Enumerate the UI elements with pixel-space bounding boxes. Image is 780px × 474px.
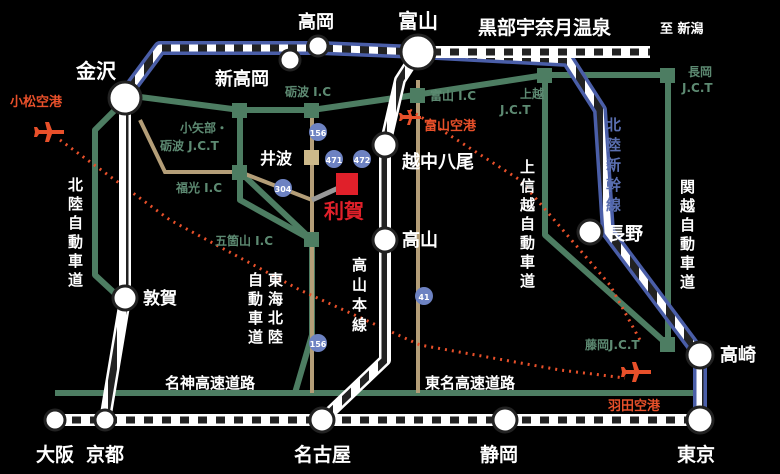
- svg-text:道: 道: [68, 271, 83, 289]
- station-nagano-label: 長野: [607, 224, 643, 245]
- station-takasaki-label: 高崎: [720, 344, 756, 366]
- toyama-airport-label: 富山空港: [424, 118, 477, 134]
- fukumitsu-ic-label: 福光 I.C: [175, 180, 222, 195]
- svg-text:陸: 陸: [606, 136, 621, 154]
- highway-labels: 砺波 I.C 富山 I.C 上越 J.C.T 長岡 J.C.T 小矢部・ 砺波 …: [160, 64, 713, 392]
- station-kyoto-label: 京都: [86, 443, 124, 466]
- fujioka-jct-label: 藤岡J.C.T: [584, 337, 640, 352]
- station-tokyo-label: 東京: [677, 443, 715, 466]
- tomei-exp-label: 東名高速道路: [425, 374, 516, 392]
- svg-text:J.C.T: J.C.T: [681, 81, 713, 95]
- route-472-label: 472: [354, 156, 371, 165]
- svg-text:自: 自: [68, 214, 83, 232]
- toyama-airplane-icon: [399, 110, 421, 125]
- svg-text:越: 越: [679, 197, 696, 215]
- route-304-label: 304: [275, 185, 292, 194]
- svg-text:自: 自: [680, 216, 695, 234]
- svg-text:北: 北: [68, 176, 83, 194]
- toga-marker: [336, 173, 358, 195]
- komatsu-airport-label: 小松空港: [10, 94, 63, 110]
- svg-text:線: 線: [352, 316, 367, 334]
- route-471-label: 471: [326, 156, 343, 165]
- toyama-ic-label: 富山 I.C: [430, 88, 476, 103]
- station-toyama-label: 富山: [398, 9, 438, 33]
- airplane-icons: [34, 110, 651, 382]
- haneda-airport-label: 羽田空港: [608, 398, 661, 414]
- svg-text:動: 動: [520, 234, 535, 252]
- svg-text:道: 道: [680, 273, 695, 291]
- svg-text:陸: 陸: [68, 195, 83, 213]
- route-41-label: 41: [418, 293, 430, 302]
- svg-text:関: 関: [680, 178, 695, 196]
- station-labels: 高岡 富山 黒部宇奈月温泉 至 新潟 金沢 新高岡 越中八尾 井波 高山 敦賀 …: [36, 9, 756, 466]
- svg-text:本: 本: [352, 296, 367, 314]
- station-toga-label: 利賀: [324, 199, 364, 223]
- svg-text:長岡: 長岡: [688, 64, 712, 79]
- station-markers: [43, 33, 715, 435]
- svg-text:線: 線: [606, 196, 621, 214]
- svg-text:道: 道: [248, 328, 263, 346]
- svg-text:動: 動: [680, 235, 695, 253]
- svg-text:動: 動: [248, 290, 263, 308]
- route-shields: 156 471 472 304 41 156: [274, 123, 433, 352]
- svg-text:J.C.T: J.C.T: [499, 103, 531, 117]
- ikenami-marker: [304, 150, 319, 165]
- station-takayama-label: 高山: [402, 229, 438, 251]
- svg-text:陸: 陸: [268, 328, 283, 346]
- haneda-airplane-icon: [621, 362, 651, 382]
- junction-markers: [232, 68, 675, 352]
- route-156b-label: 156: [310, 340, 327, 349]
- svg-text:自: 自: [520, 215, 535, 233]
- station-etchu-yao-label: 越中八尾: [401, 151, 474, 173]
- svg-text:車: 車: [520, 253, 535, 271]
- svg-text:動: 動: [68, 233, 83, 251]
- svg-text:砺波 J.C.T: 砺波 J.C.T: [160, 138, 220, 153]
- station-ikenami-label: 井波: [260, 149, 293, 168]
- svg-text:車: 車: [680, 254, 695, 272]
- meishin-exp-label: 名神高速道路: [165, 374, 256, 392]
- svg-text:道: 道: [520, 272, 535, 290]
- station-shizuoka-label: 静岡: [480, 443, 518, 466]
- svg-text:北: 北: [268, 309, 283, 327]
- route-156a-label: 156: [310, 129, 327, 138]
- station-nagoya-label: 名古屋: [294, 443, 351, 466]
- niigata-direction-label: 至 新潟: [660, 21, 704, 37]
- station-shin-takaoka-label: 新高岡: [215, 68, 269, 90]
- svg-text:山: 山: [352, 276, 367, 294]
- tonami-ic-label: 砺波 I.C: [285, 84, 331, 99]
- station-tsuruga-label: 敦賀: [143, 288, 177, 309]
- rail-lines: [55, 41, 707, 426]
- airport-labels: 小松空港 富山空港 羽田空港: [10, 94, 661, 414]
- station-takaoka-label: 高岡: [298, 11, 334, 33]
- svg-text:北: 北: [606, 116, 621, 134]
- station-kanazawa-label: 金沢: [75, 59, 117, 83]
- station-osaka-label: 大阪: [36, 443, 75, 466]
- svg-text:自: 自: [248, 271, 263, 289]
- gokayama-ic-label: 五箇山 I.C: [215, 233, 273, 248]
- svg-text:上: 上: [520, 158, 535, 176]
- svg-text:車: 車: [248, 309, 263, 327]
- svg-text:小矢部・: 小矢部・: [180, 120, 228, 135]
- svg-text:高: 高: [352, 256, 367, 274]
- svg-text:海: 海: [268, 290, 283, 308]
- svg-text:車: 車: [68, 252, 83, 270]
- svg-text:信: 信: [520, 177, 535, 195]
- svg-text:新: 新: [606, 156, 621, 174]
- station-kurobe-label: 黒部宇奈月温泉: [478, 16, 612, 39]
- svg-text:東: 東: [268, 271, 283, 289]
- air-routes: [59, 108, 642, 380]
- svg-text:越: 越: [519, 196, 536, 214]
- komatsu-airplane-icon: [34, 122, 64, 142]
- svg-text:上越: 上越: [520, 86, 545, 101]
- svg-text:幹: 幹: [606, 176, 622, 194]
